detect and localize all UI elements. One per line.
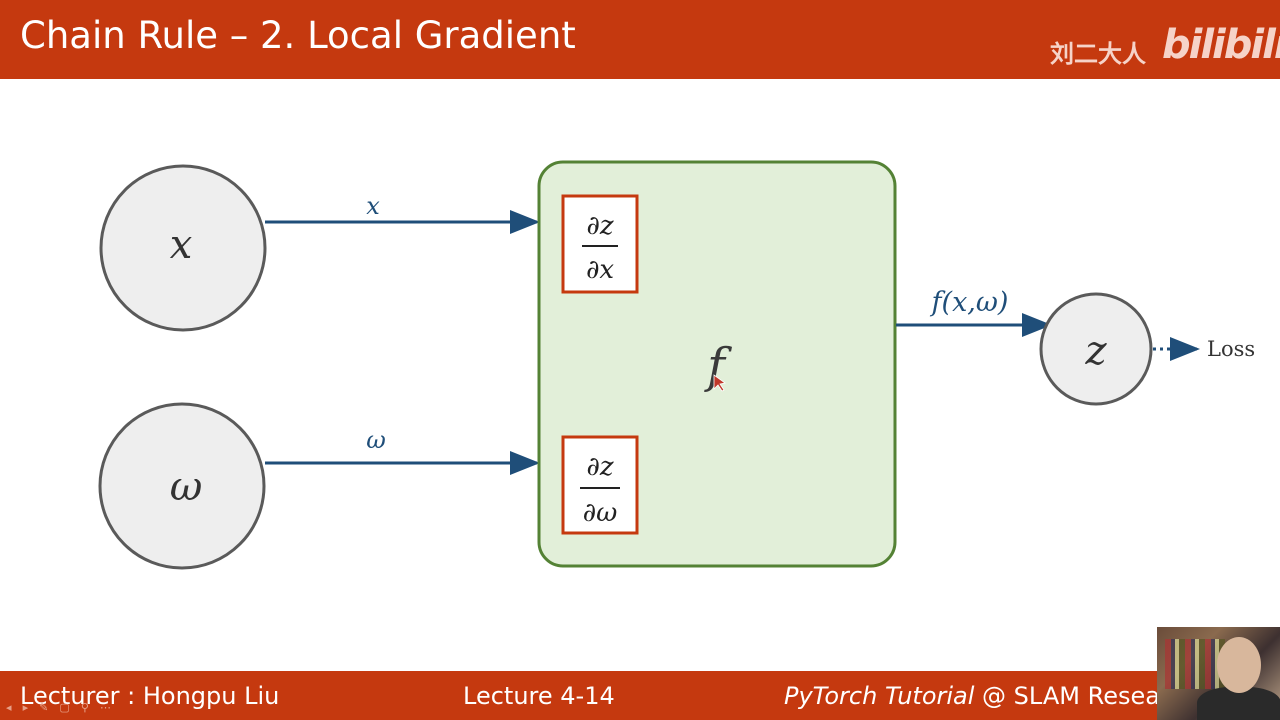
title-bar (0, 0, 1280, 79)
bilibili-logo: bilibili (1162, 22, 1280, 68)
input-node-x-label: x (170, 222, 193, 268)
footer-lecture-number: Lecture 4-14 (463, 682, 615, 710)
edge-w-label: ω (366, 426, 386, 454)
footer-course-title: PyTorch Tutorial (784, 682, 975, 710)
webcam-video (1157, 627, 1280, 720)
footer-bar (0, 671, 1280, 720)
local-gradient-x-box (561, 194, 639, 294)
edge-x-label: x (366, 192, 380, 220)
local-gradient-w-denominator: ∂ω (583, 498, 618, 528)
footer-lecturer: Lecturer : Hongpu Liu (20, 682, 280, 710)
footer-course-affiliation: @ SLAM Resear (974, 682, 1170, 710)
local-gradient-w-box (561, 435, 639, 535)
input-node-w (98, 402, 266, 570)
output-edge-label: f(x,ω) (930, 287, 1009, 318)
channel-name: 刘二大人 (1050, 40, 1146, 68)
slide-title: Chain Rule – 2. Local Gradient (20, 14, 576, 57)
input-node-w-label: ω (170, 464, 203, 510)
input-node-x (99, 164, 267, 332)
footer-course: PyTorch Tutorial @ SLAM Resear (784, 682, 1170, 710)
slide-controls-icon[interactable]: ◂ ▸ ✎ ▢ ⚲ ⋯ (6, 702, 115, 714)
output-node-z (1039, 292, 1153, 406)
loss-label: Loss (1207, 337, 1255, 361)
mouse-cursor-icon (713, 374, 726, 392)
local-gradient-x-denominator: ∂x (586, 255, 614, 285)
webcam-presenter-head (1217, 637, 1261, 693)
local-gradient-w-numerator: ∂z (586, 452, 613, 482)
output-node-z-label: z (1084, 328, 1107, 374)
local-gradient-x-numerator: ∂z (586, 211, 613, 241)
webcam-bookshelf (1165, 639, 1225, 689)
